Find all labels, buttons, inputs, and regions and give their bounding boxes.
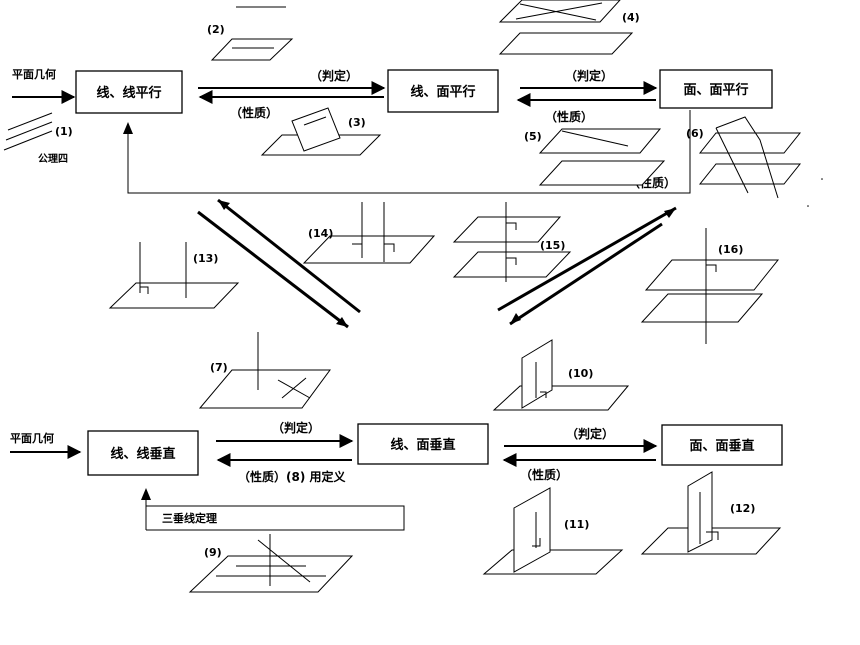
figure-number-3: (3): [348, 116, 366, 129]
figure-10: [492, 339, 630, 411]
figure-12: [640, 471, 782, 555]
figure-number-1: (1): [55, 125, 73, 138]
figure-number-2: (2): [207, 23, 225, 36]
figure-9: [188, 534, 354, 593]
box-plane-plane-parallel: 面、面平行: [659, 69, 773, 109]
figure-number-14: (14): [308, 227, 333, 240]
figure-3: [260, 107, 382, 156]
dot-mark: [821, 178, 823, 180]
figure-11: [482, 487, 624, 575]
diagonal-arrowhead: [218, 200, 230, 210]
figure-number-12: (12): [730, 502, 755, 515]
judge-label-4: （判定）: [566, 426, 614, 441]
diagonal-arrow-down-right: [509, 222, 663, 326]
box-plane-plane-perpendicular-label: 面、面垂直: [689, 438, 754, 454]
figure-number-11: (11): [564, 518, 589, 531]
figure-number-5: (5): [524, 130, 542, 143]
axiom-four-label: 公理四: [38, 153, 68, 165]
box-line-plane-parallel-label: 线、面平行: [410, 84, 475, 100]
property-label-2: （性质）: [545, 109, 593, 124]
figure-14: [302, 202, 436, 264]
three-perpendiculars-label: 三垂线定理: [162, 511, 217, 525]
figure-number-6: (6): [686, 127, 704, 140]
figure-number-7: (7): [210, 361, 228, 374]
figure-number-16: (16): [718, 243, 743, 256]
diagonal-arrow-up-right: [497, 206, 677, 312]
figure-number-10: (10): [568, 367, 593, 380]
dot-mark: [807, 205, 809, 207]
feedback-line: [127, 110, 691, 194]
figure-7: [198, 332, 331, 409]
figure-16: [640, 228, 780, 344]
box-line-plane-perpendicular: 线、面垂直: [357, 423, 489, 465]
judge-label-2: （判定）: [565, 68, 613, 83]
three-perpendiculars-box: 三垂线定理: [141, 488, 405, 531]
box-line-line-parallel: 线、线平行: [75, 70, 183, 114]
figure-2: [210, 6, 294, 61]
judge-label-3: （判定）: [272, 420, 320, 435]
figure-number-4: (4): [622, 11, 640, 24]
figure-number-15: (15): [540, 239, 565, 252]
diagonal-arrowhead: [510, 313, 521, 324]
box-line-plane-parallel: 线、面平行: [387, 69, 499, 113]
property-label-4: （性质）: [520, 467, 568, 482]
box-plane-plane-parallel-label: 面、面平行: [683, 82, 748, 98]
figure-15: [452, 202, 572, 282]
figure-6: [698, 116, 802, 199]
plane-geometry-label-bottom: 平面几何: [10, 431, 54, 445]
box-line-line-perpendicular-label: 线、线垂直: [110, 446, 175, 462]
diagonal-arrow-up-left: [217, 198, 361, 314]
diagonal-arrowhead: [336, 317, 348, 327]
figure-1: [3, 112, 53, 151]
figure-number-13: (13): [193, 252, 218, 265]
figure-number-9: (9): [204, 546, 222, 559]
box-line-line-parallel-label: 线、线平行: [96, 85, 161, 101]
diagonal-arrow-down-left: [197, 210, 349, 329]
figure-4: [498, 0, 634, 55]
plane-geometry-label-top: 平面几何: [12, 67, 56, 81]
feedback-arrowhead: [123, 122, 133, 134]
box-line-plane-perpendicular-label: 线、面垂直: [390, 437, 455, 453]
box-line-line-perpendicular: 线、线垂直: [87, 430, 199, 476]
box-plane-plane-perpendicular: 面、面垂直: [661, 424, 783, 466]
judge-label-1: （判定）: [310, 68, 358, 83]
figure-5: [538, 128, 666, 186]
property-label-3: （性质）(8) 用定义: [238, 469, 346, 484]
diagonal-arrowhead: [664, 208, 676, 218]
figure-13: [108, 242, 240, 309]
property-label-1: （性质）: [230, 105, 278, 120]
